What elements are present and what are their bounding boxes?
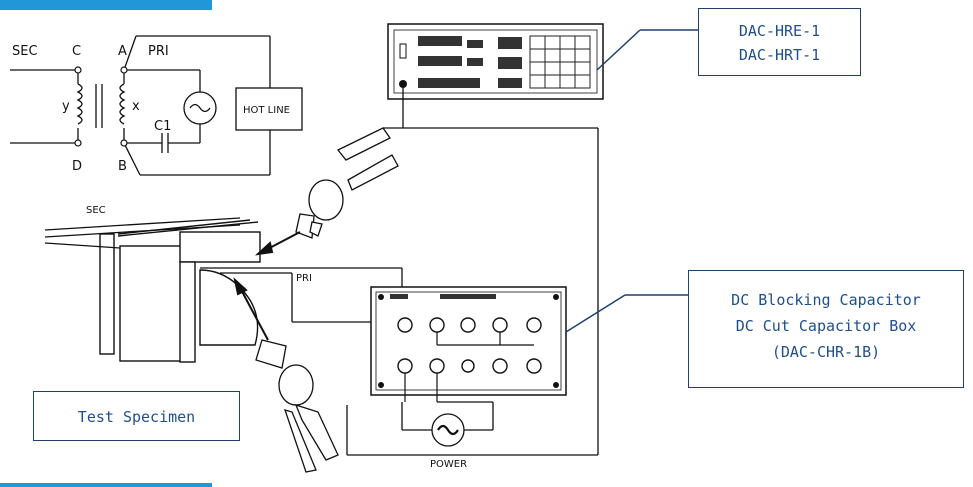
callout-leaders <box>565 29 698 333</box>
test-specimen-callout: Test Specimen <box>33 391 240 441</box>
winding-x-label: x <box>132 99 140 114</box>
dcb-line1: DC Blocking Capacitor <box>731 291 921 309</box>
top-accent-bar <box>0 0 212 10</box>
hot-line-label: HOT LINE <box>243 105 290 116</box>
dac-model-line2: DAC-HRT-1 <box>738 46 821 64</box>
schematic-terminals <box>74 66 128 147</box>
instrument-leads <box>346 88 599 456</box>
schematic-sec-label: SEC <box>12 44 38 59</box>
dac-model-line1: DAC-HRE-1 <box>738 22 821 40</box>
specimen-sec-label: SEC <box>86 205 106 216</box>
capacitor-box-callout: DC Blocking Capacitor DC Cut Capacitor B… <box>688 270 964 388</box>
power-source <box>401 401 494 447</box>
dcb-line3: (DAC-CHR-1B) <box>771 343 881 361</box>
transformer-specimen <box>99 219 261 363</box>
schematic-pri-label: PRI <box>148 44 169 59</box>
terminal-c-label: C <box>72 44 81 59</box>
transformer-schematic <box>10 35 303 176</box>
instrument-model-callout: DAC-HRE-1 DAC-HRT-1 <box>698 8 861 76</box>
winding-y-label: y <box>62 99 70 114</box>
lower-clamp-probe <box>255 339 339 473</box>
capacitor-c1-label: C1 <box>154 119 171 134</box>
dc-capacitor-box <box>370 286 567 402</box>
dcb-line2: DC Cut Capacitor Box <box>735 317 917 335</box>
dac-instrument <box>387 23 604 100</box>
test-specimen-label: Test Specimen <box>77 408 196 426</box>
clamp-arrows <box>233 231 301 341</box>
specimen-secondary-leads <box>44 217 241 249</box>
bottom-accent-bar <box>0 483 212 487</box>
upper-clamp-probe <box>295 127 399 239</box>
terminal-b-label: B <box>118 159 127 174</box>
terminal-a-label: A <box>118 44 127 59</box>
specimen-pri-label: PRI <box>296 273 312 284</box>
terminal-d-label: D <box>72 159 82 174</box>
power-label: POWER <box>430 459 467 470</box>
